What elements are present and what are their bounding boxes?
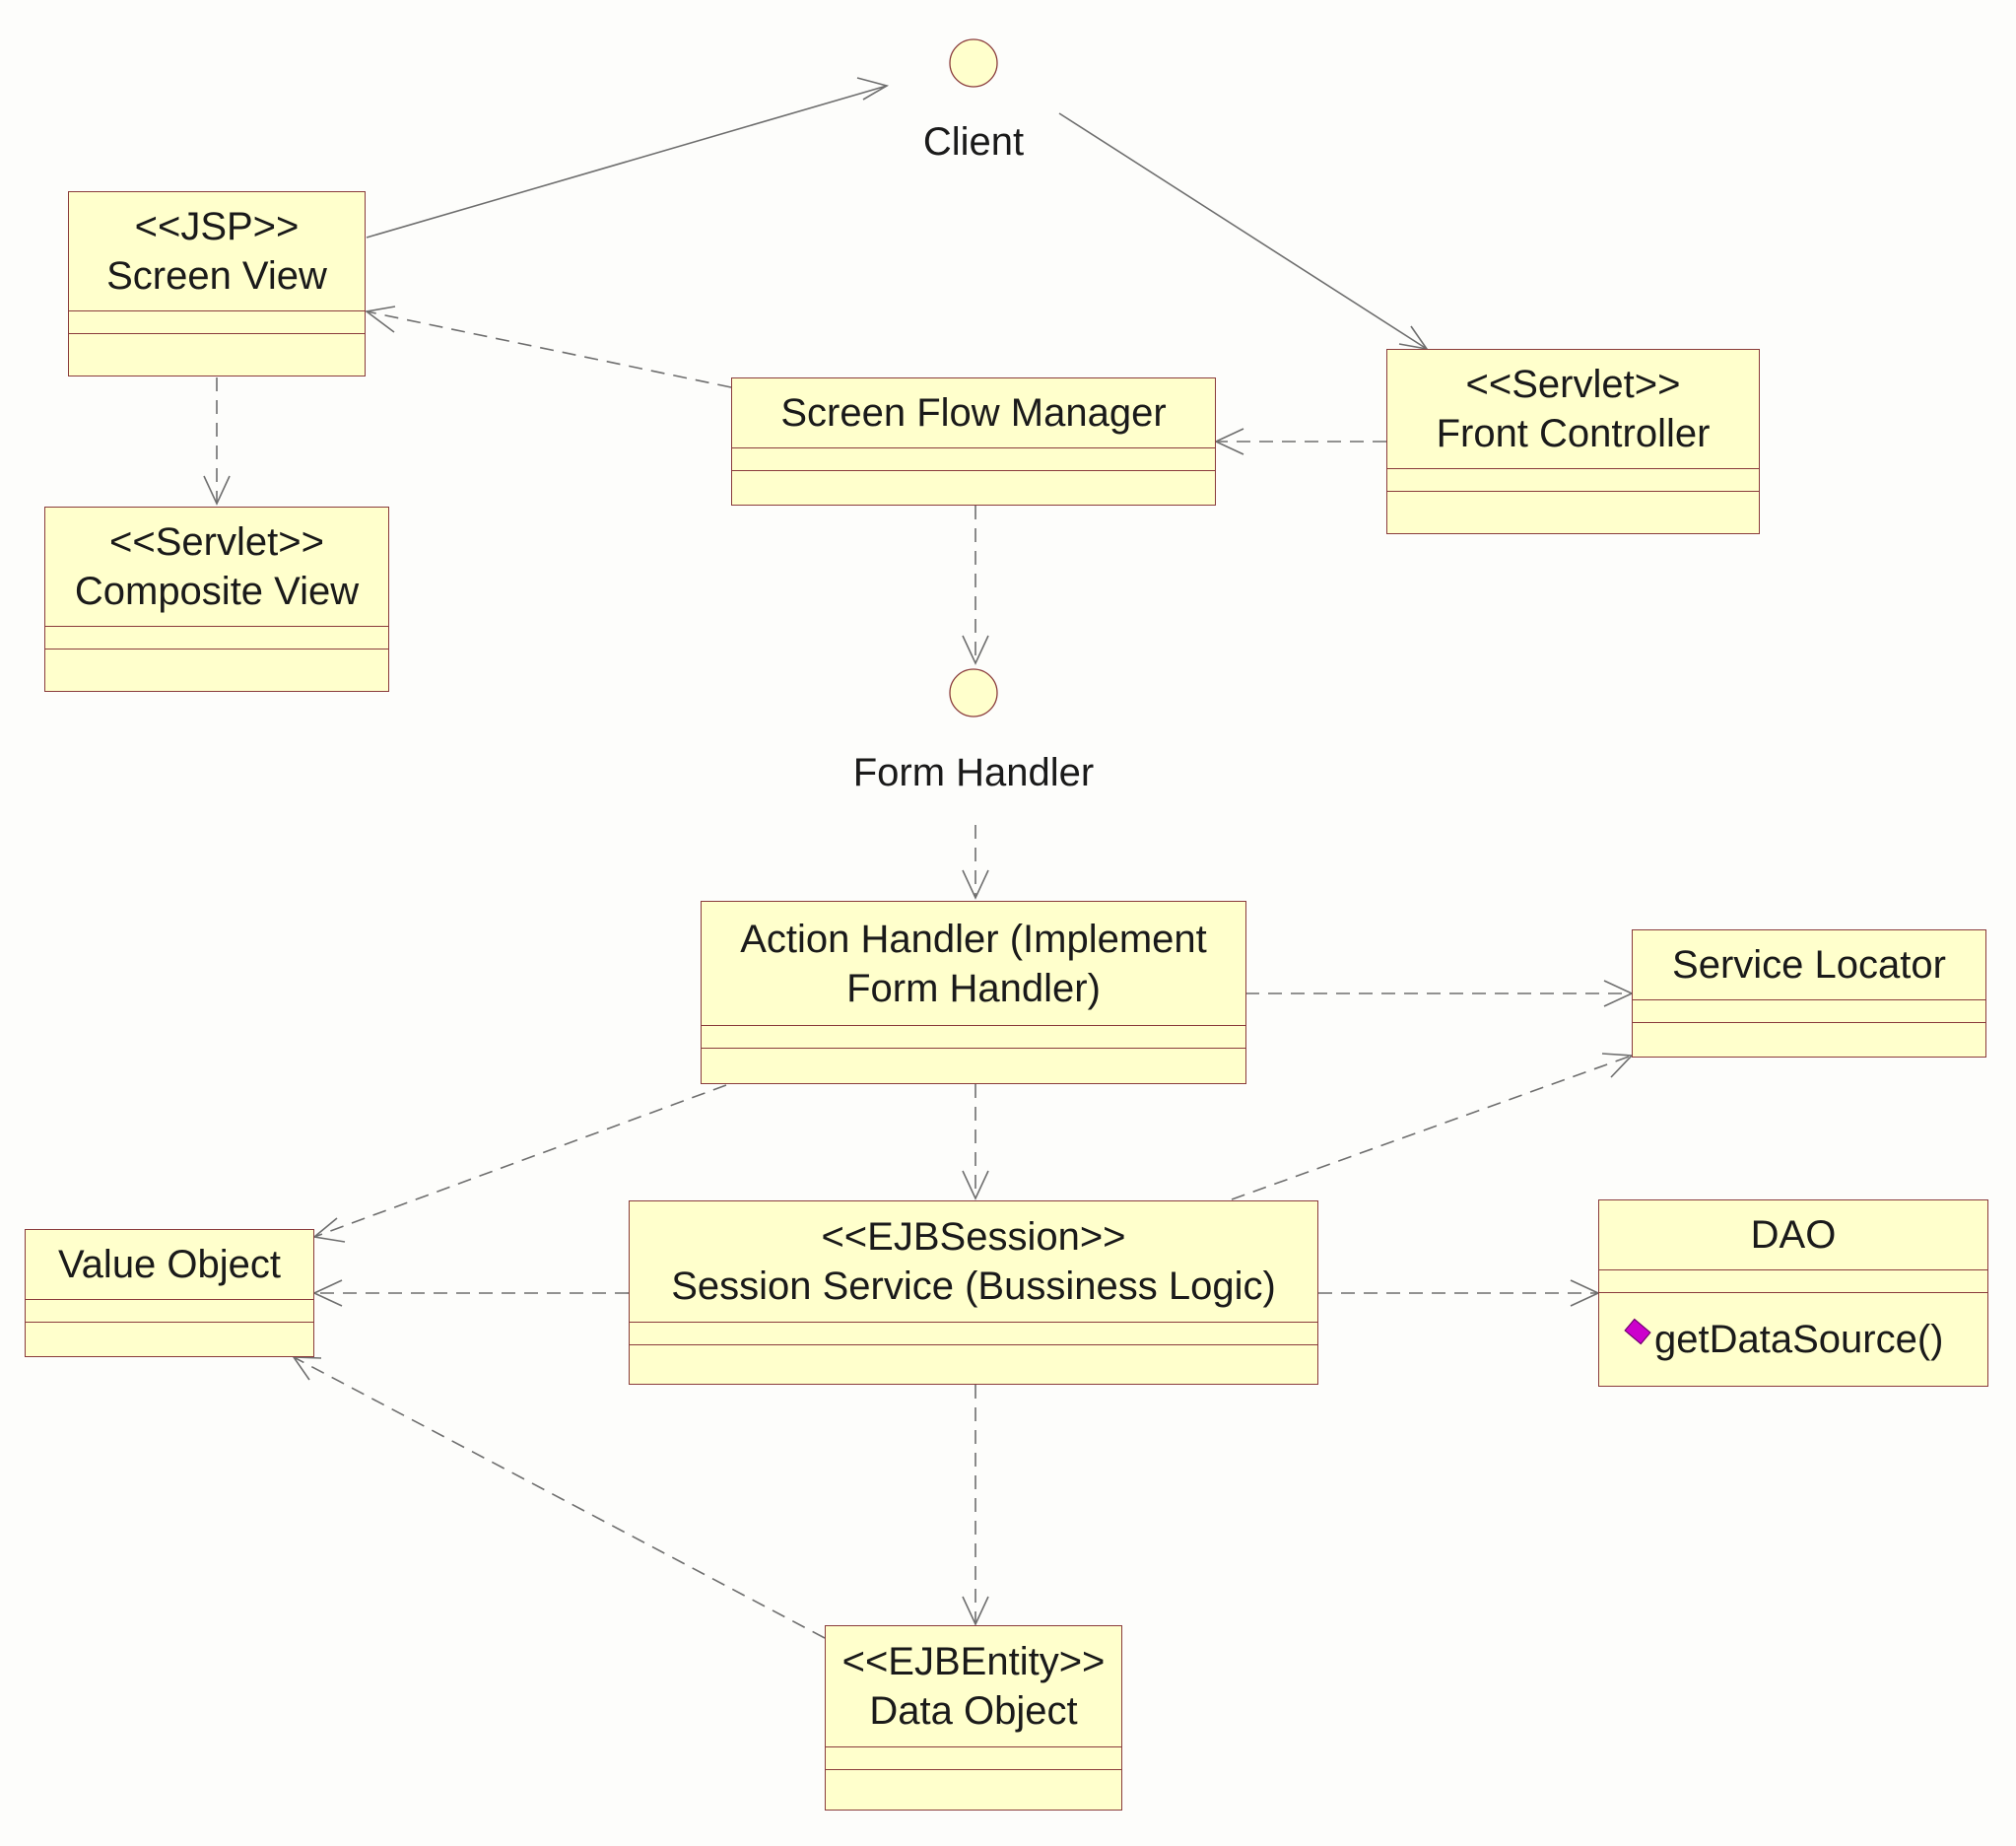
front-controller-stereotype: <<Servlet>> <box>1465 363 1681 406</box>
arrowhead-screen-view <box>365 306 396 333</box>
client-interface-icon <box>949 38 998 88</box>
class-service-locator[interactable]: Service Locator <box>1632 929 1986 1058</box>
class-value-object[interactable]: Value Object <box>25 1229 314 1357</box>
client-label: Client <box>922 120 1025 164</box>
operation-icon <box>1624 1318 1651 1345</box>
session-service-attributes <box>630 1322 1317 1344</box>
arrowhead-value-object-1 <box>312 1217 346 1243</box>
edge-screen-flow-to-screen-view <box>366 310 732 388</box>
arrowhead-value-object-2 <box>312 1279 343 1307</box>
data-object-stereotype: <<EJBEntity>> <box>841 1640 1106 1683</box>
arrowhead-session-service <box>962 1170 989 1200</box>
screen-view-operations <box>69 333 365 376</box>
edge-data-object-to-value-object <box>293 1356 826 1639</box>
class-screen-view[interactable]: <<JSP>> Screen View <box>68 191 366 376</box>
action-handler-name-line1: Action Handler (Implement <box>740 917 1207 961</box>
screen-view-stereotype: <<JSP>> <box>134 205 300 248</box>
front-controller-operations <box>1387 491 1759 533</box>
dao-operations: getDataSource() <box>1599 1292 1987 1386</box>
composite-view-stereotype: <<Servlet>> <box>109 520 324 564</box>
edge-session-service-to-service-locator <box>1231 1055 1633 1200</box>
front-controller-attributes <box>1387 468 1759 491</box>
dao-attributes <box>1599 1269 1987 1292</box>
value-object-operations <box>26 1322 313 1356</box>
class-composite-view[interactable]: <<Servlet>> Composite View <box>44 507 389 692</box>
edge-client-to-front-controller <box>1058 112 1428 350</box>
screen-view-attributes <box>69 310 365 333</box>
arrowhead-composite-view <box>203 475 231 506</box>
arrowhead-form-handler <box>962 635 989 665</box>
dao-operation-row[interactable]: getDataSource() <box>1599 1293 1987 1386</box>
form-handler-label: Form Handler <box>852 751 1095 794</box>
composite-view-name: Composite View <box>74 570 360 613</box>
arrowhead-screen-flow-manager <box>1214 428 1244 455</box>
edge-screen-view-to-client <box>366 85 888 239</box>
composite-view-operations <box>45 649 388 691</box>
class-action-handler[interactable]: Action Handler (Implement Form Handler) <box>701 901 1246 1084</box>
screen-view-name: Screen View <box>106 254 327 298</box>
screen-flow-manager-attributes <box>732 447 1215 470</box>
class-front-controller[interactable]: <<Servlet>> Front Controller <box>1386 349 1760 534</box>
composite-view-attributes <box>45 626 388 649</box>
service-locator-name: Service Locator <box>1672 943 1946 987</box>
session-service-name: Session Service (Bussiness Logic) <box>671 1265 1276 1308</box>
class-screen-flow-manager[interactable]: Screen Flow Manager <box>731 377 1216 506</box>
form-handler-interface-icon <box>949 668 998 718</box>
arrowhead-data-object <box>962 1596 989 1626</box>
service-locator-attributes <box>1633 999 1985 1022</box>
value-object-attributes <box>26 1299 313 1322</box>
dao-operation-get-data-source: getDataSource() <box>1654 1317 1944 1361</box>
value-object-name: Value Object <box>57 1243 282 1286</box>
session-service-stereotype: <<EJBSession>> <box>821 1215 1126 1259</box>
action-handler-name-line2: Form Handler) <box>846 966 1101 1010</box>
screen-flow-manager-operations <box>732 470 1215 505</box>
arrowhead-value-object-3 <box>292 1356 322 1381</box>
arrowhead-client <box>856 77 890 101</box>
class-session-service[interactable]: <<EJBSession>> Session Service (Bussines… <box>629 1200 1318 1385</box>
session-service-operations <box>630 1344 1317 1384</box>
arrowhead-action-handler <box>962 869 989 900</box>
front-controller-name: Front Controller <box>1436 412 1711 455</box>
action-handler-operations <box>702 1048 1245 1083</box>
data-object-attributes <box>826 1746 1121 1769</box>
service-locator-operations <box>1633 1022 1985 1057</box>
data-object-name: Data Object <box>869 1689 1078 1733</box>
data-object-operations <box>826 1769 1121 1810</box>
class-dao[interactable]: DAO getDataSource() <box>1598 1199 1988 1387</box>
class-data-object[interactable]: <<EJBEntity>> Data Object <box>825 1625 1122 1811</box>
action-handler-attributes <box>702 1025 1245 1048</box>
dao-name: DAO <box>1750 1213 1837 1257</box>
edge-action-handler-to-value-object <box>313 1084 727 1238</box>
screen-flow-manager-name: Screen Flow Manager <box>780 391 1167 435</box>
